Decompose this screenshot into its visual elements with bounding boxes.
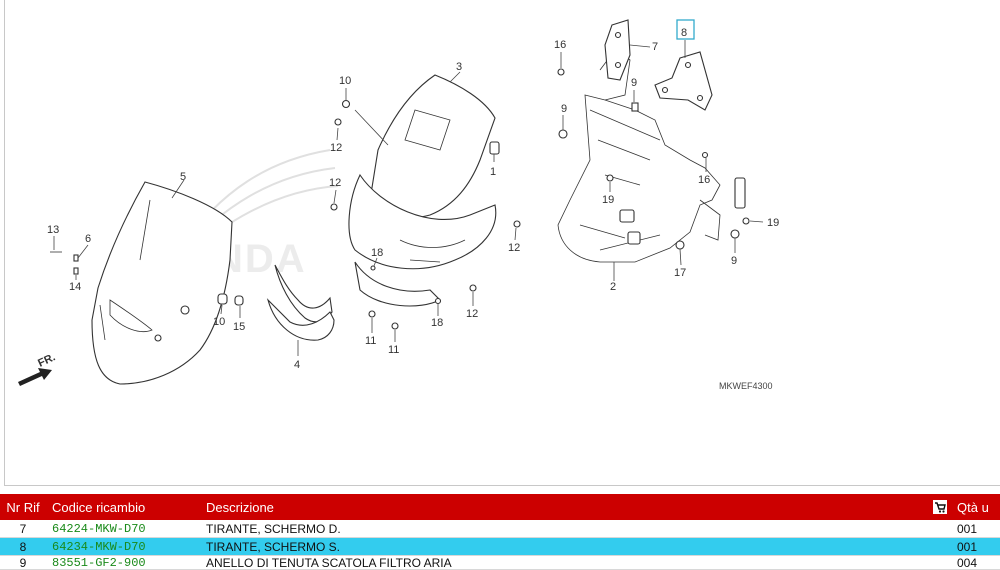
callout-12a: 12 bbox=[330, 142, 342, 154]
row-qty: 001 bbox=[957, 539, 978, 554]
part-8-stay-left[interactable] bbox=[654, 51, 713, 111]
header-codice-ricambio: Codice ricambio bbox=[52, 499, 146, 515]
callout-3: 3 bbox=[456, 61, 462, 73]
callout-18b: 18 bbox=[431, 317, 443, 329]
callout-labels: 3 1 2 4 5 6 7 9 9 9 10 10 11 11 12 12 12… bbox=[47, 39, 779, 371]
row-nr: 9 bbox=[19, 556, 27, 570]
row-description: TIRANTE, SCHERMO D. bbox=[206, 521, 341, 536]
callout-9c: 9 bbox=[731, 255, 737, 267]
callout-19a: 19 bbox=[602, 194, 614, 206]
callout-12b: 12 bbox=[329, 177, 341, 189]
callout-8-selected[interactable]: 8 bbox=[676, 19, 695, 40]
callout-10b: 10 bbox=[213, 316, 225, 328]
callout-19b: 19 bbox=[767, 217, 779, 229]
table-row[interactable]: 9 83551-GF2-900 ANELLO DI TENUTA SCATOLA… bbox=[0, 556, 1000, 570]
callout-11a: 11 bbox=[365, 335, 376, 347]
part-4-lower-cover[interactable] bbox=[266, 264, 335, 341]
part-3-front-cowl[interactable] bbox=[348, 74, 497, 307]
cart-icon[interactable] bbox=[925, 499, 955, 515]
hardware-fasteners bbox=[50, 68, 750, 330]
callout-6: 6 bbox=[85, 233, 91, 245]
row-description: TIRANTE, SCHERMO S. bbox=[206, 539, 341, 554]
callout-9b: 9 bbox=[631, 77, 637, 89]
callout-11b: 11 bbox=[388, 344, 399, 356]
part-code-link[interactable]: 83551-GF2-900 bbox=[52, 556, 146, 570]
svg-text:8: 8 bbox=[681, 27, 687, 39]
diagram-reference-code: MKWEF4300 bbox=[719, 381, 773, 391]
callout-9a: 9 bbox=[561, 103, 567, 115]
callout-13: 13 bbox=[47, 224, 59, 236]
callout-10a: 10 bbox=[339, 75, 351, 87]
callout-12c: 12 bbox=[508, 242, 520, 254]
callout-7: 7 bbox=[652, 41, 658, 53]
parts-diagram-area: HONDA bbox=[4, 0, 1000, 486]
callout-2: 2 bbox=[610, 281, 616, 293]
part-7-stay-right[interactable] bbox=[604, 19, 631, 81]
row-nr: 7 bbox=[19, 521, 27, 536]
parts-table: Nr Rif Codice ricambio Descrizione Qtà u… bbox=[0, 494, 1000, 570]
leader-lines bbox=[53, 40, 764, 356]
header-nr-rif: Nr Rif bbox=[6, 499, 40, 515]
part-2-frame-stay[interactable] bbox=[557, 49, 746, 263]
part-code-link[interactable]: 64234-MKW-D70 bbox=[52, 540, 146, 554]
exploded-parts-diagram: HONDA bbox=[18, 19, 779, 391]
callout-12d: 12 bbox=[466, 308, 478, 320]
callout-16b: 16 bbox=[698, 174, 710, 186]
parts-table-header: Nr Rif Codice ricambio Descrizione Qtà u bbox=[0, 494, 1000, 520]
callout-4: 4 bbox=[294, 359, 300, 371]
callout-17: 17 bbox=[674, 267, 686, 279]
table-row[interactable]: 7 64224-MKW-D70 TIRANTE, SCHERMO D. 001 bbox=[0, 520, 1000, 538]
direction-label: FR. bbox=[36, 351, 57, 369]
row-description: ANELLO DI TENUTA SCATOLA FILTRO ARIA bbox=[206, 556, 452, 570]
callout-14: 14 bbox=[69, 281, 81, 293]
row-qty: 004 bbox=[957, 556, 978, 570]
part-5-windscreen[interactable] bbox=[91, 181, 233, 385]
callout-15: 15 bbox=[233, 321, 245, 333]
table-row-selected[interactable]: 8 64234-MKW-D70 TIRANTE, SCHERMO S. 001 bbox=[0, 538, 1000, 556]
callout-16a: 16 bbox=[554, 39, 566, 51]
header-descrizione: Descrizione bbox=[206, 499, 274, 515]
header-qta: Qtà u bbox=[957, 499, 989, 515]
diagram-frame bbox=[4, 0, 1000, 486]
callout-5: 5 bbox=[180, 171, 186, 183]
front-direction-arrow: FR. bbox=[18, 351, 57, 386]
row-nr: 8 bbox=[19, 539, 27, 554]
callout-1: 1 bbox=[490, 166, 496, 178]
callout-18a: 18 bbox=[371, 247, 383, 259]
row-qty: 001 bbox=[957, 521, 978, 536]
part-code-link[interactable]: 64224-MKW-D70 bbox=[52, 522, 146, 536]
